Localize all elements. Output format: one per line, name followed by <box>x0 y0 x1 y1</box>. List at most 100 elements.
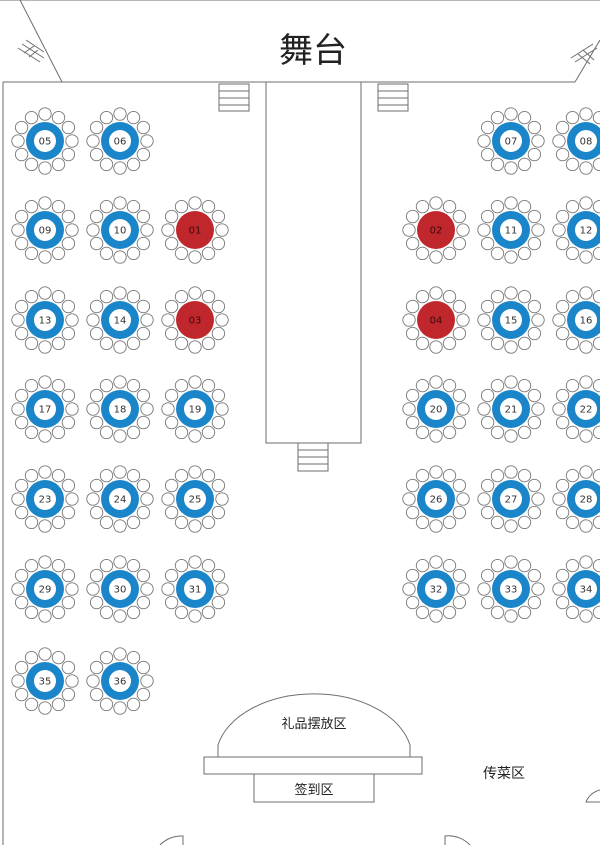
chair <box>552 223 566 237</box>
table-34[interactable]: 34 <box>552 555 600 623</box>
table-33[interactable]: 33 <box>477 555 545 623</box>
chair <box>61 147 76 162</box>
table-23[interactable]: 23 <box>11 465 79 533</box>
chair <box>24 289 39 304</box>
chair <box>174 605 189 620</box>
chair <box>38 465 52 479</box>
chair <box>517 468 532 483</box>
table-24[interactable]: 24 <box>86 465 154 533</box>
table-17[interactable]: 17 <box>11 375 79 443</box>
table-04[interactable]: 04 <box>402 286 470 354</box>
table-19[interactable]: 19 <box>161 375 229 443</box>
table-10[interactable]: 10 <box>86 196 154 264</box>
chair <box>480 120 495 135</box>
table-number: 29 <box>39 585 52 596</box>
table-30[interactable]: 30 <box>86 555 154 623</box>
chair <box>565 468 580 483</box>
chair <box>65 674 79 688</box>
table-number: 16 <box>580 316 593 327</box>
chair <box>161 582 175 596</box>
chair <box>126 378 141 393</box>
chair <box>113 375 127 389</box>
chair <box>555 568 570 583</box>
chair <box>555 236 570 251</box>
table-26[interactable]: 26 <box>402 465 470 533</box>
chair <box>61 505 76 520</box>
table-21[interactable]: 21 <box>477 375 545 443</box>
table-03[interactable]: 03 <box>161 286 229 354</box>
chair <box>504 286 518 300</box>
table-center <box>425 488 447 510</box>
door-bottom-right <box>444 835 471 845</box>
chair <box>579 519 593 533</box>
table-09[interactable]: 09 <box>11 196 79 264</box>
table-05[interactable]: 05 <box>11 107 79 175</box>
table-32[interactable]: 32 <box>402 555 470 623</box>
chair <box>161 402 175 416</box>
table-12[interactable]: 12 <box>552 196 600 264</box>
table-22[interactable]: 22 <box>552 375 600 443</box>
table-08[interactable]: 08 <box>552 107 600 175</box>
table-07[interactable]: 07 <box>477 107 545 175</box>
chair <box>480 299 495 314</box>
chair <box>38 161 52 175</box>
table-center <box>500 578 522 600</box>
chair <box>14 147 29 162</box>
chair <box>136 415 151 430</box>
table-28[interactable]: 28 <box>552 465 600 533</box>
table-29[interactable]: 29 <box>11 555 79 623</box>
table-number: 02 <box>430 226 443 237</box>
stage-right-edge <box>574 39 600 83</box>
chair <box>14 120 29 135</box>
chair <box>415 199 430 214</box>
chair <box>480 326 495 341</box>
chair <box>405 388 420 403</box>
chair <box>531 582 545 596</box>
table-16[interactable]: 16 <box>552 286 600 354</box>
table-14[interactable]: 14 <box>86 286 154 354</box>
chair <box>504 107 518 121</box>
table-36[interactable]: 36 <box>86 647 154 715</box>
chair <box>99 157 114 172</box>
chair <box>24 425 39 440</box>
table-18[interactable]: 18 <box>86 375 154 443</box>
table-number: 30 <box>114 585 127 596</box>
table-06[interactable]: 06 <box>86 107 154 175</box>
chair <box>415 246 430 261</box>
chair <box>86 313 100 327</box>
table-number: 20 <box>430 405 443 416</box>
chair <box>565 246 580 261</box>
chair <box>86 134 100 148</box>
chair <box>490 605 505 620</box>
chair <box>65 402 79 416</box>
chair <box>164 478 179 493</box>
chair <box>211 236 226 251</box>
chair <box>24 378 39 393</box>
chair <box>477 582 491 596</box>
chair <box>477 134 491 148</box>
chair <box>490 110 505 125</box>
table-02[interactable]: 02 <box>402 196 470 264</box>
table-13[interactable]: 13 <box>11 286 79 354</box>
table-01[interactable]: 01 <box>161 196 229 264</box>
chair <box>99 558 114 573</box>
chair <box>429 609 443 623</box>
table-31[interactable]: 31 <box>161 555 229 623</box>
table-25[interactable]: 25 <box>161 465 229 533</box>
chair <box>61 299 76 314</box>
chair <box>51 515 66 530</box>
table-35[interactable]: 35 <box>11 647 79 715</box>
chair <box>504 555 518 569</box>
chair <box>99 336 114 351</box>
chair <box>164 209 179 224</box>
chair <box>89 299 104 314</box>
chair <box>140 492 154 506</box>
chair <box>136 478 151 493</box>
table-11[interactable]: 11 <box>477 196 545 264</box>
chair <box>442 199 457 214</box>
chair <box>86 223 100 237</box>
chair <box>555 505 570 520</box>
table-20[interactable]: 20 <box>402 375 470 443</box>
table-15[interactable]: 15 <box>477 286 545 354</box>
table-27[interactable]: 27 <box>477 465 545 533</box>
